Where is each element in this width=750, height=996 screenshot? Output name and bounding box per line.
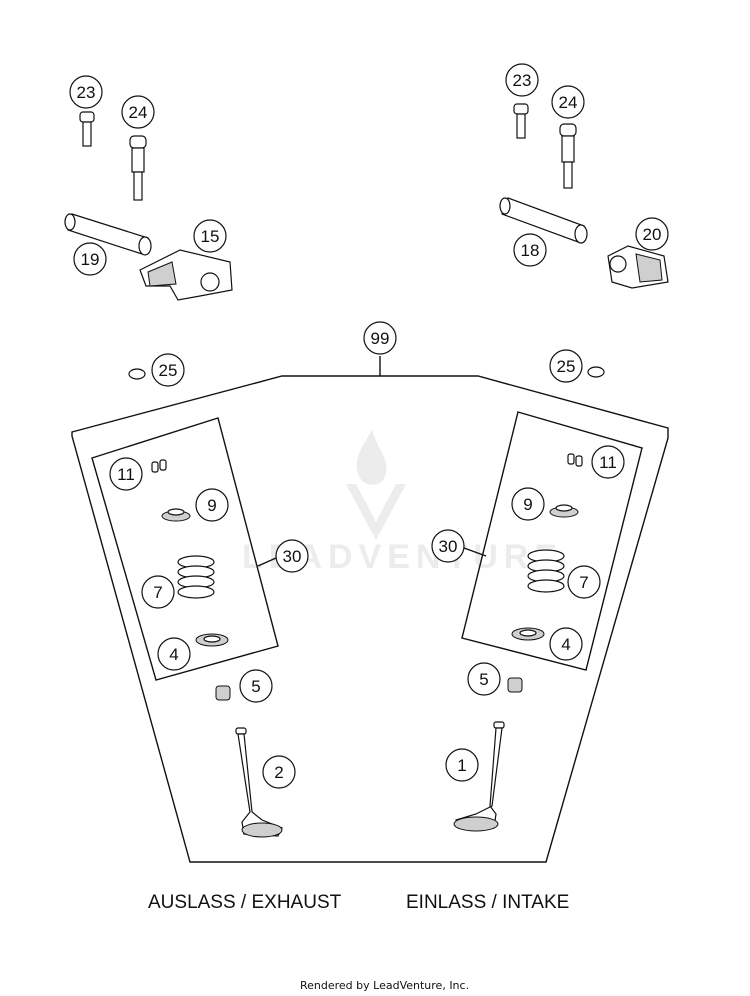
- callout-20: 20: [635, 217, 669, 251]
- pin-25-left: [128, 368, 146, 380]
- svg-text:99: 99: [371, 329, 390, 348]
- svg-text:5: 5: [251, 677, 260, 696]
- callout-11-exhaust: 11: [109, 457, 143, 491]
- svg-text:11: 11: [117, 465, 135, 484]
- callout-19: 19: [73, 242, 107, 276]
- svg-text:18: 18: [521, 241, 540, 260]
- intake-valve-1: [453, 721, 505, 832]
- spring-retainer-9-intake: [549, 504, 579, 518]
- bolt-24-left: [129, 135, 147, 201]
- callout-2: 2: [262, 755, 296, 789]
- callout-7-exhaust: 7: [141, 575, 175, 609]
- kit-box-intake: [461, 411, 643, 671]
- valve-spring-7-intake: [527, 549, 565, 593]
- valve-spring-7-exhaust: [177, 555, 215, 599]
- kit-box-exhaust: [91, 417, 279, 681]
- callout-99: 99: [363, 321, 397, 355]
- caption-intake: EINLASS / INTAKE: [406, 892, 570, 913]
- svg-text:30: 30: [283, 547, 302, 566]
- svg-text:15: 15: [201, 227, 220, 246]
- leader-30-exhaust: [257, 557, 277, 567]
- svg-text:7: 7: [579, 573, 588, 592]
- callout-23-left: 23: [69, 75, 103, 109]
- callout-30-intake: 30: [431, 529, 465, 563]
- svg-text:2: 2: [274, 763, 283, 782]
- callout-24-left: 24: [121, 95, 155, 129]
- svg-text:4: 4: [169, 645, 178, 664]
- bolt-24-right: [559, 123, 577, 189]
- svg-text:9: 9: [523, 495, 532, 514]
- rocker-shaft-18: [499, 197, 588, 244]
- svg-text:20: 20: [643, 225, 662, 244]
- callout-9-intake: 9: [511, 487, 545, 521]
- callout-23-right: 23: [505, 63, 539, 97]
- svg-text:30: 30: [439, 537, 458, 556]
- pin-25-right: [587, 366, 605, 378]
- callout-7-intake: 7: [567, 565, 601, 599]
- valve-keeper-11-exhaust: [151, 459, 167, 473]
- callout-5-intake: 5: [467, 662, 501, 696]
- callout-9-exhaust: 9: [195, 488, 229, 522]
- leader-30-intake: [463, 547, 487, 557]
- svg-text:1: 1: [457, 756, 466, 775]
- valve-keeper-11-intake: [567, 453, 583, 467]
- callout-25-right: 25: [549, 349, 583, 383]
- svg-text:25: 25: [557, 357, 576, 376]
- callout-4-intake: 4: [549, 627, 583, 661]
- callout-15: 15: [193, 219, 227, 253]
- svg-text:24: 24: [559, 93, 578, 112]
- svg-text:7: 7: [153, 583, 162, 602]
- rocker-shaft-19: [64, 213, 152, 256]
- svg-text:11: 11: [599, 453, 617, 472]
- caption-exhaust: AUSLASS / EXHAUST: [148, 892, 342, 913]
- callout-25-left: 25: [151, 353, 185, 387]
- svg-text:23: 23: [77, 83, 96, 102]
- callout-24-right: 24: [551, 85, 585, 119]
- spring-retainer-9-exhaust: [161, 508, 191, 522]
- valve-seal-5-intake: [507, 677, 523, 693]
- svg-text:23: 23: [513, 71, 532, 90]
- svg-text:19: 19: [81, 250, 100, 269]
- callout-11-intake: 11: [591, 445, 625, 479]
- callout-30-exhaust: 30: [275, 539, 309, 573]
- rocker-arm-20: [607, 245, 669, 289]
- spring-seat-4-exhaust: [195, 633, 229, 647]
- svg-text:9: 9: [207, 496, 216, 515]
- svg-text:5: 5: [479, 670, 488, 689]
- rocker-arm-15: [139, 249, 233, 301]
- exhaust-valve-2: [235, 727, 283, 838]
- callout-1: 1: [445, 748, 479, 782]
- callout-4-exhaust: 4: [157, 637, 191, 671]
- callout-18: 18: [513, 233, 547, 267]
- svg-text:4: 4: [561, 635, 570, 654]
- bolt-23-left: [79, 111, 95, 147]
- render-credit: Rendered by LeadVenture, Inc.: [300, 979, 470, 992]
- assembly-outline: [71, 375, 669, 863]
- bolt-23-right: [513, 103, 529, 139]
- svg-text:25: 25: [159, 361, 178, 380]
- spring-seat-4-intake: [511, 627, 545, 641]
- valve-seal-5-exhaust: [215, 685, 231, 701]
- callout-5-exhaust: 5: [239, 669, 273, 703]
- svg-text:24: 24: [129, 103, 148, 122]
